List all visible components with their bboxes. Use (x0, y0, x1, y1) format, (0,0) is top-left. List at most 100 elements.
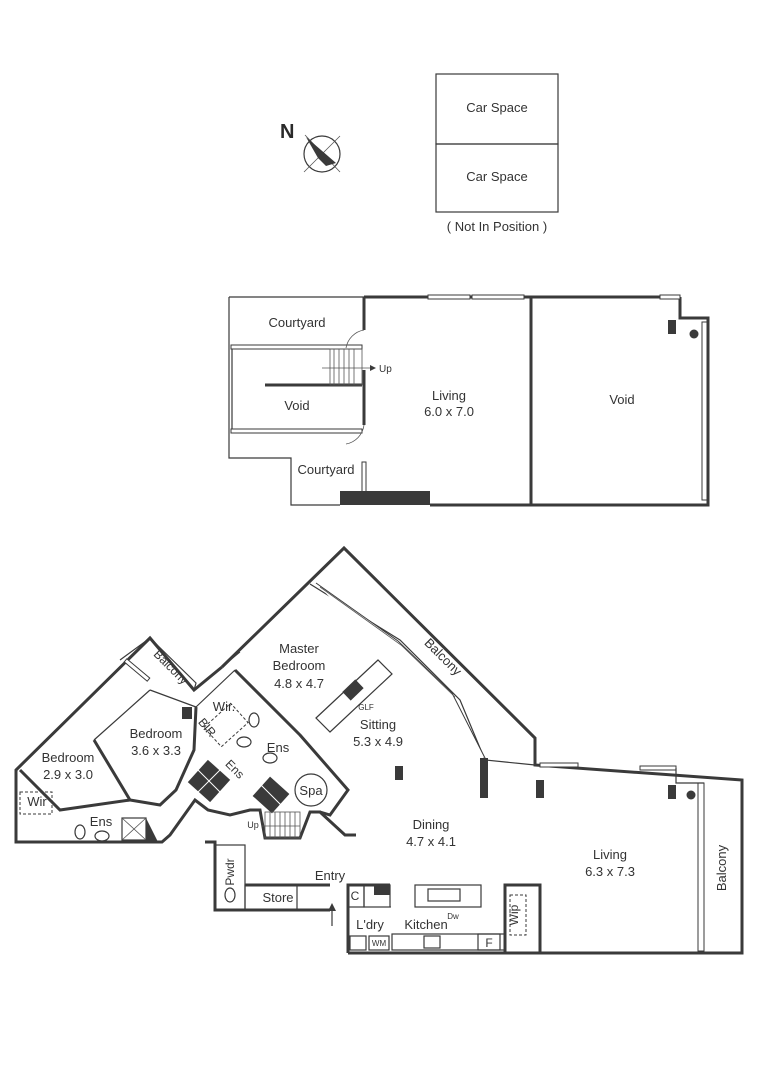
upper-outline (228, 296, 364, 506)
lower-sitting-post (395, 766, 403, 780)
car-space-1-label: Car Space (466, 100, 527, 115)
dining-size: 4.7 x 4.1 (406, 834, 456, 849)
lower-sitting-glazing (315, 582, 487, 761)
entry-label: Entry (315, 868, 346, 883)
ens-master-label: Ens (267, 740, 290, 755)
lower-laundry-sink (349, 935, 367, 951)
lower-entry-arrow-icon (328, 903, 336, 911)
lower-bedroom-balcony (119, 637, 197, 691)
lower-spa-icon (294, 773, 328, 807)
lower-column-block (668, 785, 676, 799)
lower-wir-bed3-dashed (19, 791, 53, 815)
compass-ring (303, 135, 341, 173)
lower-pier-2 (536, 780, 544, 798)
lower-shower-1 (187, 759, 231, 803)
dining-name: Dining (413, 817, 450, 832)
upper-north-window-2 (471, 294, 525, 300)
master-bedroom-name-2: Bedroom (273, 658, 326, 673)
dishwasher-label: Dw (447, 912, 459, 921)
lower-cooktop (423, 935, 441, 949)
upper-door-top (345, 329, 365, 349)
lower-north-wall (220, 545, 744, 955)
car-space-2 (435, 143, 559, 213)
lower-level-plan: Balcony Balcony Balcony Master Bedroom 4… (14, 545, 744, 955)
lower-basin-3-icon (262, 752, 278, 764)
lower-bedroom-balcony-window (123, 658, 151, 682)
upper-living-size: 6.0 x 7.0 (424, 404, 474, 419)
lower-living-corner (675, 768, 704, 784)
lower-sitting-glazing-inner (319, 586, 456, 698)
upper-hearth-block (340, 491, 430, 505)
lower-store-room (244, 884, 298, 911)
north-compass: N (280, 121, 341, 173)
lower-glf-block (315, 659, 393, 733)
glf-label: GLF (358, 703, 374, 712)
lower-fireplace (342, 679, 364, 701)
lower-master-window (221, 651, 241, 668)
car-space-note: ( Not In Position ) (447, 219, 547, 234)
washing-machine-label: WM (372, 939, 387, 948)
lower-bedroom2-walls (92, 706, 198, 807)
upper-stair-up-label: Up (379, 364, 392, 375)
bir-label: BIR (195, 715, 219, 740)
master-bedroom-size: 4.8 x 4.7 (274, 676, 324, 691)
lower-fridge (477, 933, 501, 951)
lower-east-window (697, 782, 705, 952)
bedroom-2-size: 3.6 x 3.3 (131, 743, 181, 758)
bedroom-3-name: Bedroom (42, 750, 95, 765)
lower-washing-machine (368, 935, 390, 951)
lower-shower-3 (121, 817, 158, 842)
sitting-name: Sitting (360, 717, 396, 732)
cupboard-label: C (351, 889, 360, 903)
sitting-size: 5.3 x 4.9 (353, 734, 403, 749)
lower-laundry-dark (374, 885, 390, 895)
upper-east-window (701, 321, 708, 501)
upper-walls (362, 295, 710, 507)
upper-column-block (668, 320, 676, 334)
upper-void-rail-top (230, 344, 363, 350)
upper-column-icon (689, 329, 699, 339)
ens-bedroom3-label: Ens (90, 814, 113, 829)
upper-living-name: Living (432, 388, 466, 403)
lower-toilet-1-icon (74, 824, 86, 840)
master-bedroom-name-1: Master (279, 641, 319, 656)
lower-north-window-2 (639, 765, 677, 771)
wir-master-label: Wir. (213, 699, 235, 714)
balcony-east-label: Balcony (714, 844, 729, 891)
kitchen-label: Kitchen (404, 917, 447, 932)
store-label: Store (262, 890, 293, 905)
laundry-label: L'dry (356, 917, 384, 932)
wip-label: Wip (507, 904, 521, 925)
bedroom-2-name: Bedroom (130, 726, 183, 741)
lower-kitchen-island (414, 884, 482, 908)
lower-column-icon (686, 790, 696, 800)
lower-toilet-3-icon (224, 887, 236, 903)
lower-wir-dashed (203, 702, 249, 748)
lower-west-wing-2 (93, 669, 236, 741)
lower-west-wing (14, 635, 356, 844)
upper-void-right-label: Void (609, 392, 634, 407)
north-label: N (280, 121, 294, 143)
lower-kitchen-bench (391, 933, 506, 951)
lower-shower-2 (252, 776, 290, 814)
wir-bedroom-label: Wir (27, 794, 47, 809)
upper-void-left-label: Void (284, 398, 309, 413)
lower-basin-2-icon (236, 736, 252, 748)
pwdr-label: Pwdr (223, 858, 237, 885)
lower-toilet-2-icon (248, 712, 260, 728)
car-space-2-label: Car Space (466, 169, 527, 184)
lower-stairs (262, 811, 301, 839)
lower-pwdr-room (214, 844, 246, 911)
bedroom-3-size: 2.9 x 3.0 (43, 767, 93, 782)
upper-north-window-3 (659, 294, 681, 300)
lower-pier-1 (480, 758, 488, 798)
upper-courtyard-top-label: Courtyard (268, 315, 325, 330)
lower-master-walls (233, 668, 350, 817)
car-spaces: Car Space Car Space ( Not In Position ) (435, 73, 559, 234)
lower-bedroom3-walls (18, 768, 131, 812)
lower-bir-block (182, 707, 192, 719)
lower-north-window-1 (539, 762, 579, 768)
upper-courtyard-bottom-label: Courtyard (297, 462, 354, 477)
fridge-label: F (485, 936, 492, 950)
compass-needle-icon (306, 137, 336, 166)
